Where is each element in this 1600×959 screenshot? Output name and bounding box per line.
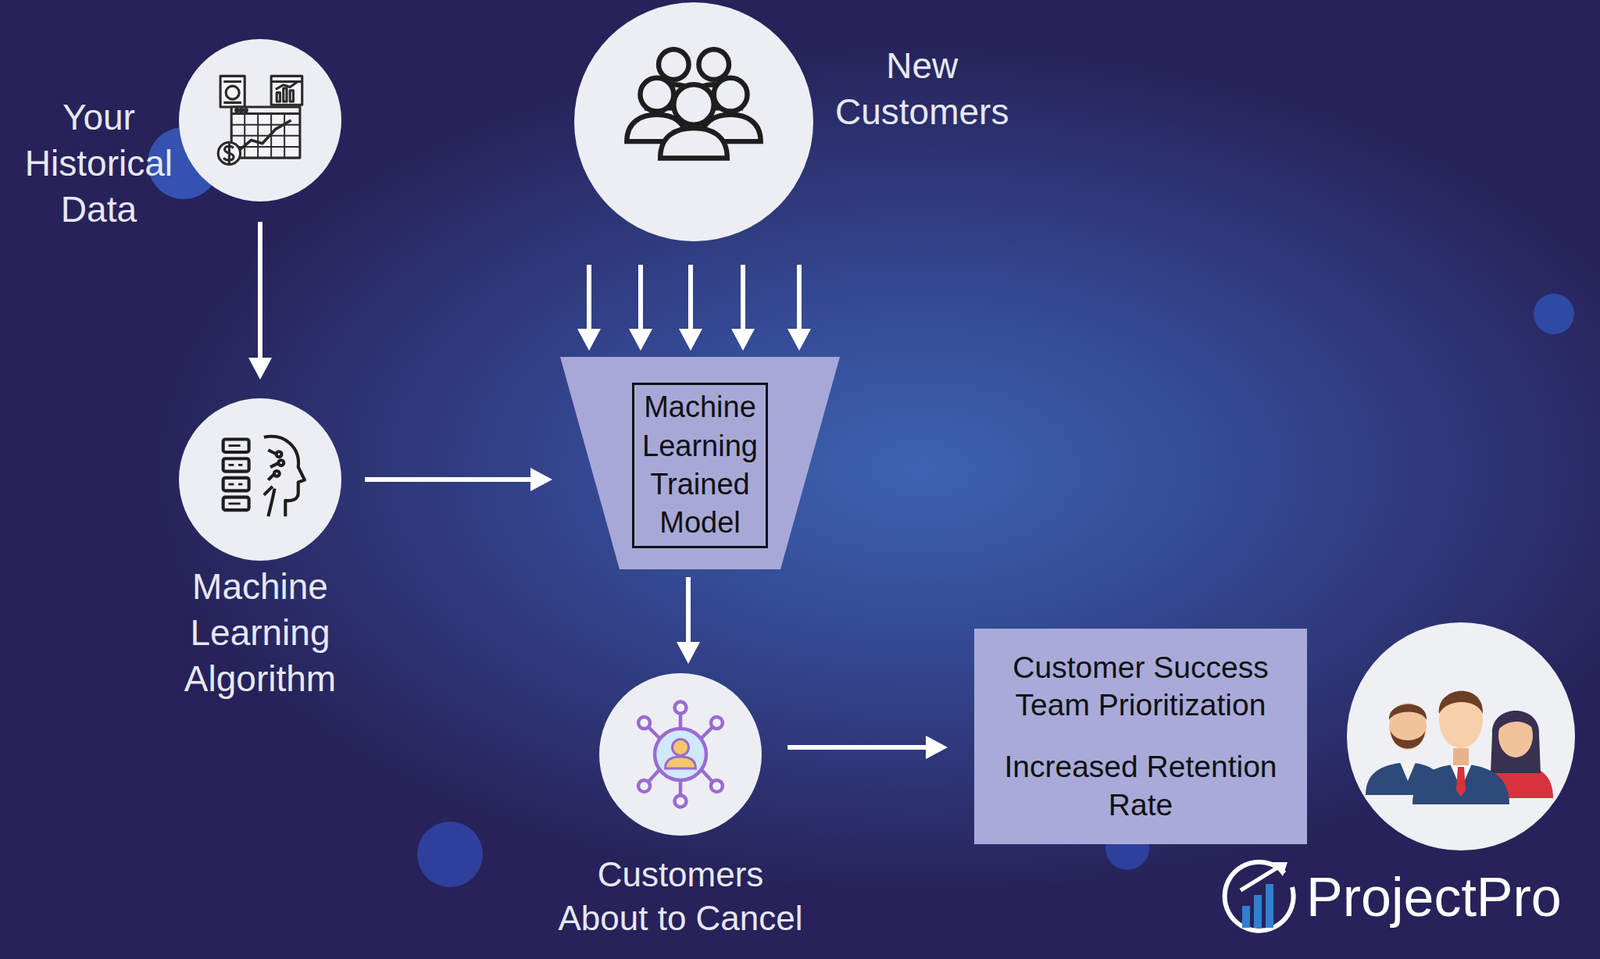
circle-shape — [178, 39, 342, 202]
box-label: Customer Success Team Prioritization — [991, 649, 1290, 726]
model-label: Machine Learning Trained Model — [642, 388, 758, 543]
icon-circle: Machine Learning Algorithm — [178, 398, 342, 561]
circle-shape — [599, 673, 762, 836]
label-wrap: New Customers — [835, 42, 1009, 136]
model-frame: Machine Learning Trained Model — [632, 382, 768, 549]
circle-fill — [599, 673, 762, 836]
arrow-line — [688, 264, 693, 329]
icon-circle: New Customers — [574, 2, 814, 242]
arrow-line — [586, 264, 592, 329]
icon-circle: Customers About to Cancel — [599, 673, 762, 836]
circle-fill — [178, 398, 342, 561]
deco-dot — [1533, 293, 1575, 335]
flow-arrow — [589, 264, 800, 329]
node-icon — [223, 436, 305, 518]
team-illustration — [1346, 622, 1575, 851]
box-label: Increased Retention Rate — [991, 748, 1290, 825]
circle-fill — [574, 2, 814, 242]
node-label: Your Historical Data — [25, 94, 173, 233]
logo-icon — [1225, 862, 1294, 932]
node-label: Customers About to Cancel — [551, 853, 810, 942]
arrow-line — [638, 264, 643, 329]
result-box: Customer Success Team PrioritizationIncr… — [974, 628, 1308, 845]
label-wrap: Your Historical Data — [25, 94, 173, 233]
flow-arrow — [260, 221, 261, 358]
arrow-line — [787, 745, 926, 750]
funnel-fill — [560, 357, 840, 570]
circle-fill — [178, 39, 342, 202]
arrow-line — [740, 264, 746, 329]
node-label: New Customers — [835, 42, 1009, 136]
icon-circle: Your Historical Data — [178, 39, 342, 202]
arrow-line — [796, 264, 802, 329]
circle-shape — [178, 398, 342, 561]
arrow-line — [685, 577, 691, 643]
node-icon — [217, 75, 302, 165]
flow-arrow — [364, 479, 531, 481]
label-wrap: Customers About to Cancel — [551, 853, 810, 942]
arrow-line — [257, 221, 263, 358]
node-icon — [638, 702, 723, 808]
flow-arrow — [787, 747, 926, 749]
model-funnel: Machine Learning Trained Model — [560, 357, 840, 570]
arrow-line — [364, 477, 531, 483]
brand-label: ProjectPro — [1306, 870, 1562, 925]
circle-shape — [574, 2, 814, 242]
flow-arrow — [688, 577, 690, 643]
deco-dot — [417, 821, 483, 888]
node-label: Machine Learning Algorithm — [184, 564, 336, 703]
node-icon — [626, 49, 761, 158]
label-wrap: Machine Learning Algorithm — [184, 564, 336, 703]
